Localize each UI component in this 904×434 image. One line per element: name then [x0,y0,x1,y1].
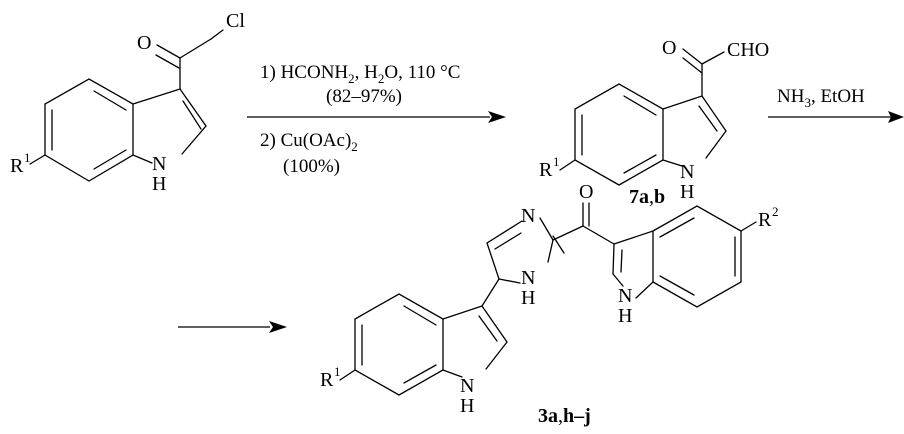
prod-r1-group: R [320,369,334,391]
sm-r-group: R [10,155,24,177]
step2-reagent: NH3, EtOH [777,86,865,110]
step1-yield-1: (82–97%) [326,86,402,107]
product-3: N N H O N H N H R 1 R 2 [320,181,779,417]
sm-nh-hydrogen: H [152,173,166,195]
step1-yield-2: (100%) [283,156,340,177]
prod-imidazole-nitrogen: N [521,205,535,227]
product-bonds [339,202,757,396]
int-aldehyde: CHO [727,39,769,61]
prod-imidazole-nh-nitrogen: N [521,267,535,289]
sm-nh-nitrogen: N [152,153,166,175]
prod-imidazole-nh-hydrogen: H [521,287,535,309]
prod-right-nh-nitrogen: N [618,285,632,307]
prod-r2-superscript: 2 [772,204,779,219]
intermediate-label: 7a,b [629,186,665,208]
step1-condition-1: 1) HCONH2, H2O, 110 °C [260,62,460,86]
step2-continuation-arrow [178,321,287,333]
int-carbonyl-oxygen: O [662,37,676,59]
product-label: 3a,h–j [538,405,591,427]
prod-r1-superscript: 1 [334,364,341,379]
prod-carbonyl-oxygen: O [579,181,593,203]
int-r-group: R [539,159,553,181]
sm-carbonyl-oxygen: O [137,32,151,54]
intermediate-bonds [559,48,727,186]
step2-arrow [768,111,904,123]
int-nh-hydrogen: H [680,181,694,203]
int-nh-nitrogen: N [680,161,694,183]
step1-condition-2: 2) Cu(OAc)2 [260,130,358,154]
int-r-superscript: 1 [553,154,560,169]
step1-arrow [247,111,506,123]
prod-right-nh-hydrogen: H [618,305,632,327]
starting-material-bonds [29,29,224,182]
prod-r2-group: R [758,209,772,231]
sm-chlorine-atom: Cl [226,10,245,32]
intermediate-7: O CHO N H R 1 [539,37,769,203]
starting-material: Cl O N H R 1 [10,10,245,195]
prod-left-nh-nitrogen: N [460,375,474,397]
sm-r-superscript: 1 [24,150,31,165]
prod-left-nh-hydrogen: H [460,395,474,417]
